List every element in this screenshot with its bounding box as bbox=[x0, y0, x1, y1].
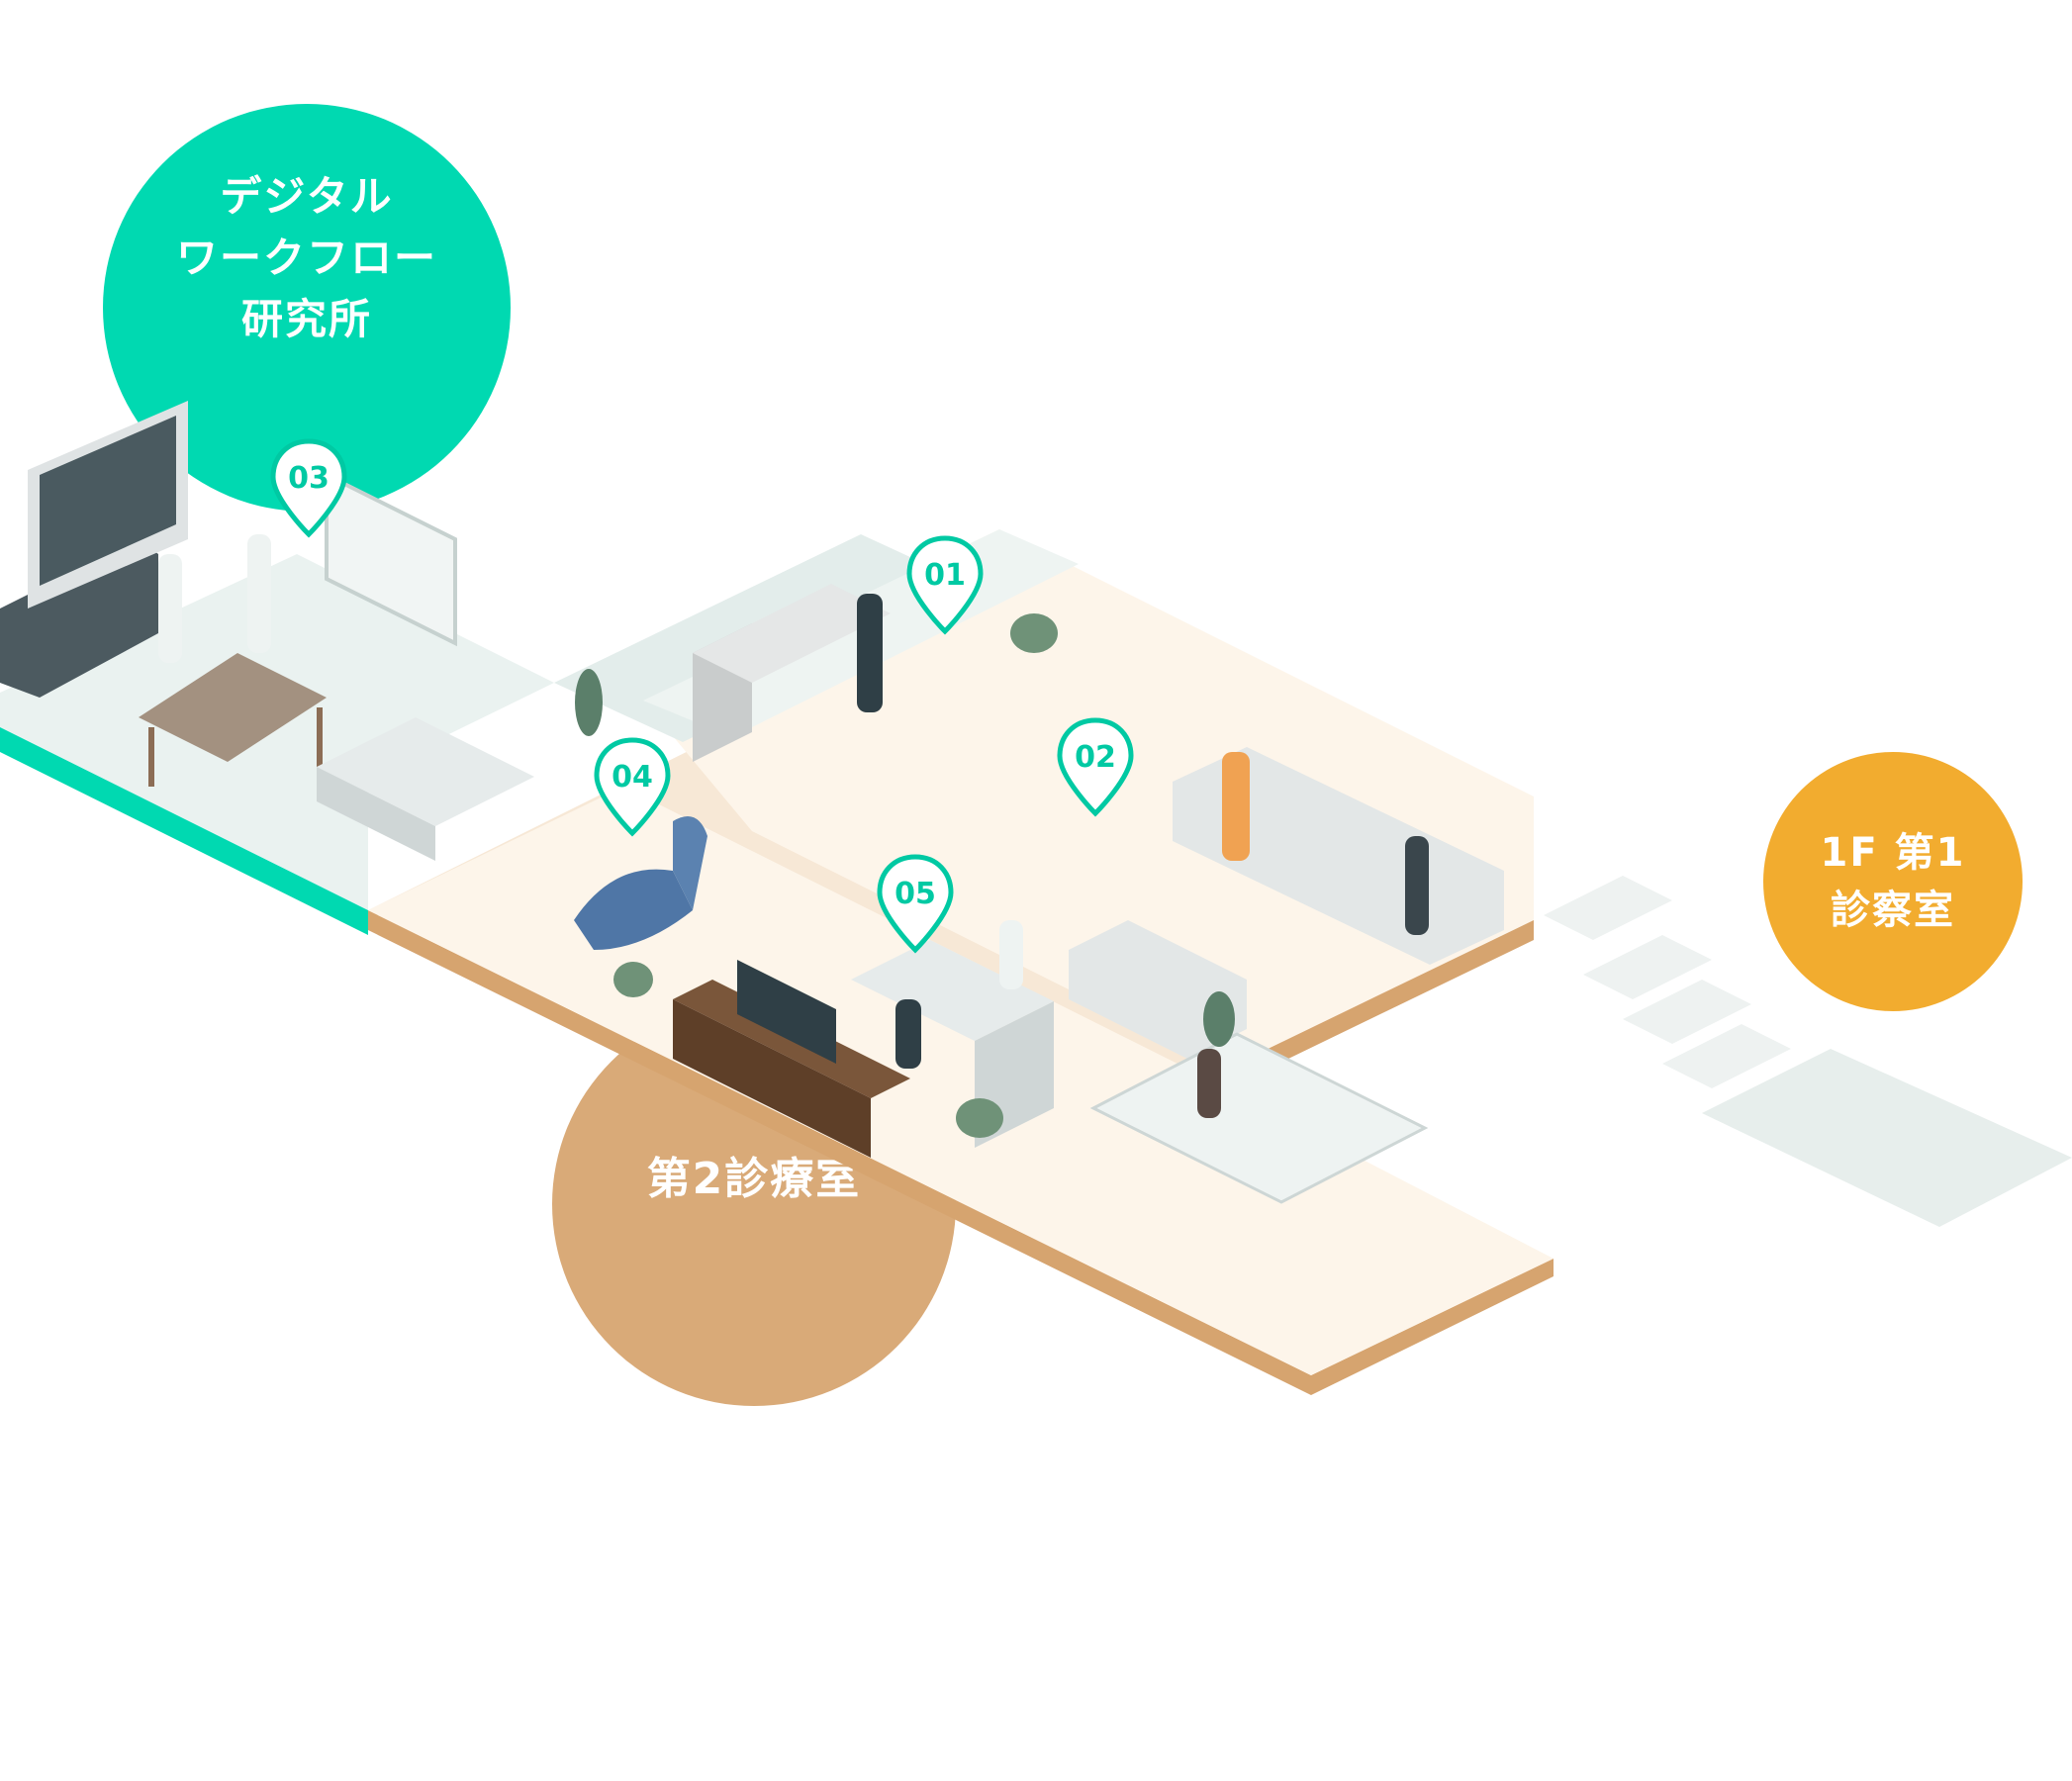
lab-floor bbox=[0, 539, 554, 935]
pin-04[interactable]: 04 bbox=[591, 734, 674, 843]
map-pin-icon bbox=[594, 737, 671, 837]
desks bbox=[317, 717, 1054, 1148]
map-pin-icon bbox=[270, 438, 347, 538]
pin-01[interactable]: 01 bbox=[903, 532, 987, 641]
dental-chair bbox=[574, 816, 707, 950]
plants bbox=[575, 613, 1235, 1138]
pin-number: 02 bbox=[1075, 740, 1116, 775]
pin-number: 01 bbox=[924, 558, 966, 593]
pin-05[interactable]: 05 bbox=[874, 851, 957, 960]
tv-cabinet bbox=[673, 960, 910, 1158]
pin-number: 03 bbox=[288, 461, 330, 496]
pin-number: 05 bbox=[895, 877, 936, 911]
meeting-table bbox=[1089, 1032, 1429, 1204]
lab-whiteboard bbox=[325, 471, 457, 647]
lab-monitor-wall bbox=[28, 401, 188, 609]
map-pin-icon bbox=[906, 535, 984, 635]
pin-02[interactable]: 02 bbox=[1054, 714, 1137, 823]
map-pin-icon bbox=[877, 854, 954, 954]
map-pin-icon bbox=[1057, 717, 1134, 817]
stairs-to-1f bbox=[1544, 876, 2072, 1227]
lab-table bbox=[139, 653, 327, 787]
digital-workflow-lab-text: デジタル ワークフロー 研究所 bbox=[175, 172, 437, 343]
first-floor-exam-room-area-label[interactable]: 1F 第1 診察室 bbox=[1763, 752, 2023, 1011]
pin-03[interactable]: 03 bbox=[267, 435, 350, 544]
second-treatment-room-text: 第2診療室 bbox=[646, 1154, 862, 1204]
pin-number: 04 bbox=[612, 760, 653, 795]
people bbox=[158, 534, 1429, 1118]
first-floor-exam-room-text: 1F 第1 診察室 bbox=[1820, 830, 1966, 933]
